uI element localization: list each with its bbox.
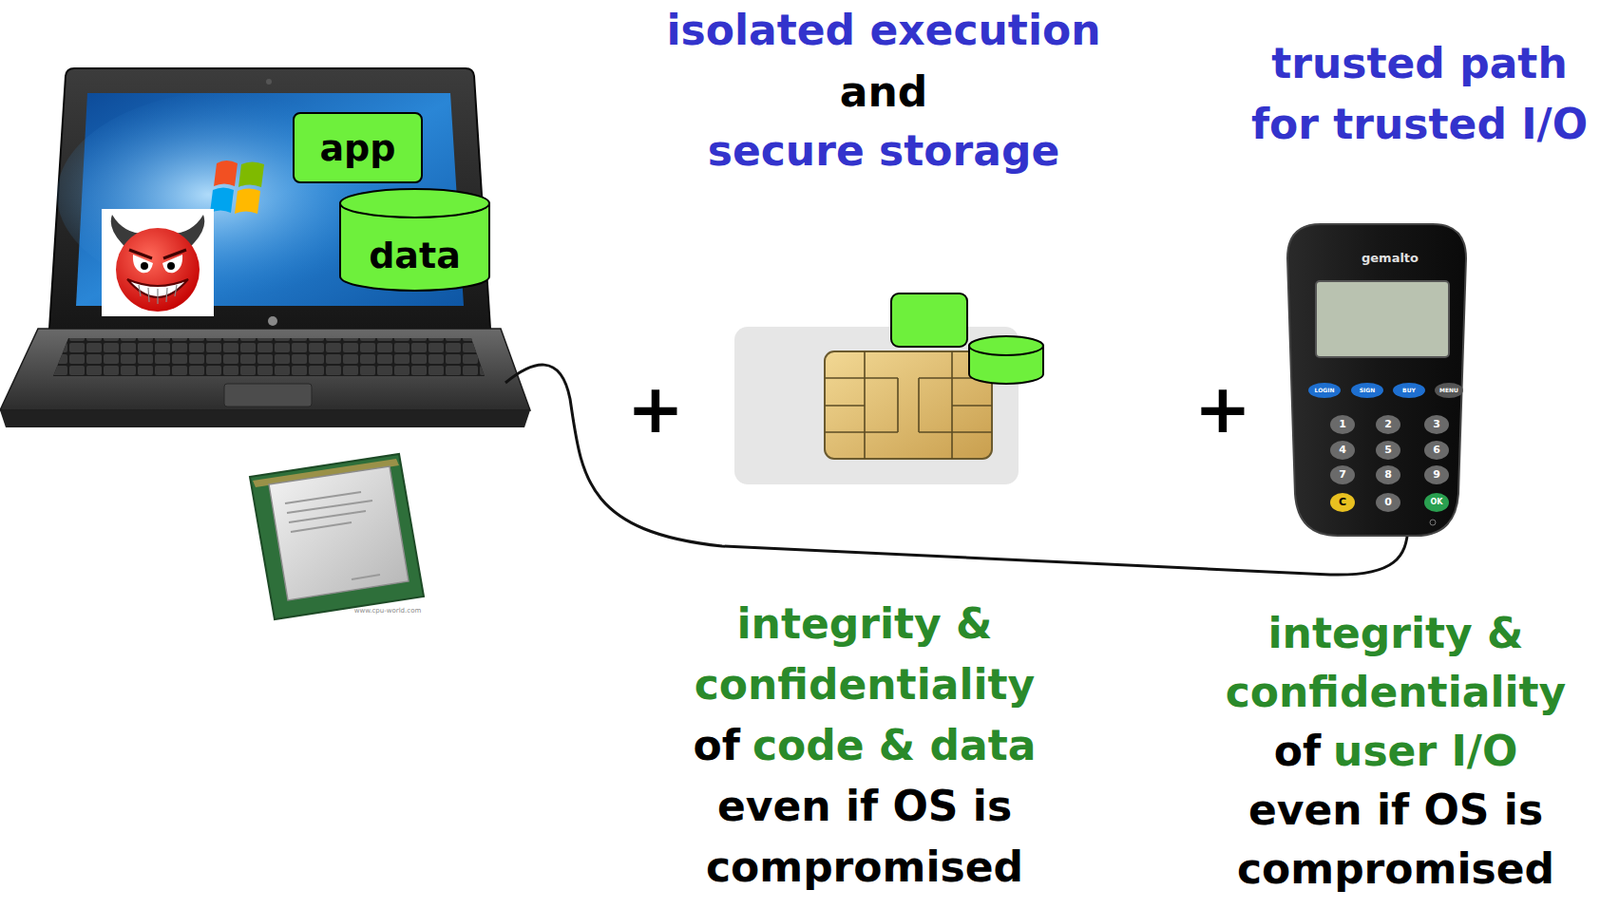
key-label: BUY <box>1402 385 1416 396</box>
key-label: LOGIN <box>1314 385 1335 396</box>
devil-icon <box>138 285 177 305</box>
card-reader <box>1424 440 1449 460</box>
key-label: 4 <box>1338 443 1347 458</box>
devil-icon <box>101 209 214 317</box>
laptop <box>0 410 531 428</box>
note: even if OS is compromised <box>1205 780 1586 899</box>
smart-card <box>824 351 992 459</box>
card-reader <box>1287 224 1467 536</box>
card-reader <box>1330 415 1355 435</box>
key-label: C <box>1338 495 1347 510</box>
key-label: 2 <box>1384 418 1392 432</box>
devil-icon <box>115 228 200 312</box>
smart-card <box>734 293 1044 485</box>
cpu-chip <box>249 454 424 620</box>
note: of <box>1274 722 1321 781</box>
card-reader <box>1375 415 1401 435</box>
laptop <box>53 338 485 377</box>
os-logo <box>238 162 265 189</box>
devil-icon <box>140 262 149 270</box>
cylinder-top <box>340 189 490 218</box>
card-reader <box>1429 519 1436 526</box>
heading: secure storage <box>707 122 1060 180</box>
note: even if OS is compromised <box>674 776 1055 898</box>
cpu-chip <box>249 454 424 620</box>
devil-icon <box>129 249 187 259</box>
key-label: SIGN <box>1359 385 1376 396</box>
laptop <box>224 383 312 407</box>
plus-sign: + <box>627 370 685 447</box>
card-reader <box>1330 440 1355 460</box>
card-reader <box>1287 224 1467 536</box>
node-text: app <box>319 127 396 170</box>
note: integrity & confidentiality <box>674 593 1055 716</box>
key-label: 6 <box>1432 443 1441 458</box>
note: code & data <box>752 715 1037 777</box>
os-logo <box>209 160 265 214</box>
key-label: 5 <box>1384 443 1392 458</box>
card-reader <box>1375 465 1401 485</box>
smart-card <box>891 293 968 347</box>
cpu-chip <box>268 466 409 601</box>
key-label: 8 <box>1384 468 1392 482</box>
laptop <box>266 78 272 85</box>
os-logo <box>213 160 238 187</box>
card-reader <box>1375 493 1401 513</box>
card-reader <box>1308 382 1341 399</box>
smart-card <box>824 351 992 459</box>
note: integrity & confidentiality <box>1205 604 1586 723</box>
heading: isolated execution <box>666 1 1101 59</box>
card-reader <box>1424 465 1449 485</box>
key-label: 7 <box>1338 468 1347 482</box>
key-label: 3 <box>1432 418 1441 432</box>
key-label: MENU <box>1439 385 1459 396</box>
card-reader <box>1351 382 1384 399</box>
storage-cylinder: data <box>339 189 491 291</box>
laptop <box>49 68 491 329</box>
watermark: www.cpu-world.com <box>354 606 421 616</box>
heading: trusted path for trusted I/O <box>1240 33 1599 155</box>
node-text: data <box>368 234 461 277</box>
brand-logo: gemalto <box>1361 250 1419 267</box>
devil-icon <box>101 209 214 317</box>
note: of <box>693 715 741 777</box>
process-box: app <box>292 112 423 184</box>
card-reader <box>1330 493 1355 513</box>
card-reader <box>1434 382 1464 399</box>
key-label: 9 <box>1432 468 1441 482</box>
laptop <box>53 338 485 377</box>
card-reader <box>1392 382 1426 399</box>
note: user I/O <box>1333 722 1518 781</box>
laptop <box>267 316 278 326</box>
card-reader <box>1330 465 1355 485</box>
key-label: OK <box>1430 495 1444 510</box>
heading: and <box>839 63 929 121</box>
key-label: 0 <box>1384 495 1392 510</box>
plus-sign: + <box>1194 370 1252 447</box>
laptop <box>0 328 531 411</box>
card-reader <box>1424 493 1449 513</box>
devil-icon <box>167 262 175 270</box>
card-reader <box>1424 415 1449 435</box>
smart-card <box>969 336 1044 356</box>
card-reader <box>1315 281 1449 358</box>
os-logo <box>234 189 261 215</box>
laptop <box>0 68 531 428</box>
cpu-chip <box>285 492 381 580</box>
key-label: 1 <box>1338 418 1347 432</box>
card-reader <box>1375 440 1401 460</box>
